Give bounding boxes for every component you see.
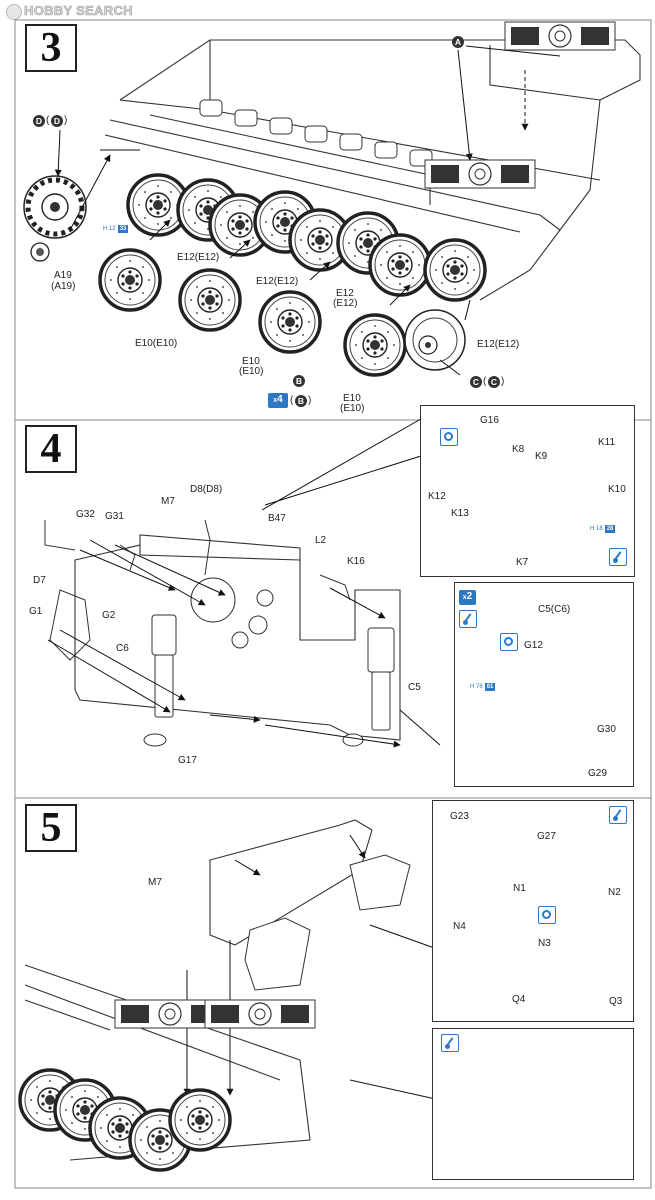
label-n3: N3 bbox=[538, 938, 551, 949]
watermark-text: HOBBY SEARCH bbox=[24, 3, 133, 19]
hobbysearch-logo-icon bbox=[6, 4, 22, 20]
callout-d: D bbox=[33, 115, 45, 127]
label-a19: A19 bbox=[54, 270, 72, 281]
label-e10-3: E10 bbox=[343, 393, 361, 404]
label-g30: G30 bbox=[597, 724, 616, 735]
label-g23: G23 bbox=[450, 811, 469, 822]
label-m7-step5: M7 bbox=[148, 877, 162, 888]
brush-icon bbox=[441, 1034, 459, 1052]
label-l2: L2 bbox=[315, 535, 327, 546]
label-g1: G1 bbox=[29, 606, 43, 617]
detail-inset-rear-view bbox=[432, 1028, 634, 1180]
label-k13: K13 bbox=[451, 508, 469, 519]
glue-icon bbox=[500, 633, 518, 651]
label-g16: G16 bbox=[480, 415, 499, 426]
callout-a: A bbox=[452, 36, 464, 48]
label-k7: K7 bbox=[516, 557, 529, 568]
label-k12: K12 bbox=[428, 491, 446, 502]
callout-c-alt: C bbox=[488, 376, 500, 388]
callout-c: C bbox=[470, 376, 482, 388]
label-d8: D8(D8) bbox=[190, 484, 223, 495]
label-e10-1: E10(E10) bbox=[135, 338, 178, 349]
label-k9: K9 bbox=[535, 451, 548, 462]
label-q4: Q4 bbox=[512, 994, 526, 1005]
label-q3: Q3 bbox=[609, 996, 623, 1007]
label-d7: D7 bbox=[33, 575, 46, 586]
callout-b: B bbox=[293, 375, 305, 387]
brush-icon bbox=[459, 610, 477, 628]
step-5-number: 5 bbox=[25, 804, 77, 852]
label-g17: G17 bbox=[178, 755, 197, 766]
brush-icon bbox=[609, 548, 627, 566]
label-n1: N1 bbox=[513, 883, 526, 894]
label-b47: B47 bbox=[268, 513, 286, 524]
label-n4: N4 bbox=[453, 921, 466, 932]
label-c5-c6: C5(C6) bbox=[538, 604, 571, 615]
label-g27: G27 bbox=[537, 831, 556, 842]
callout-d-alt: D bbox=[51, 115, 63, 127]
glue-icon bbox=[440, 428, 458, 446]
label-c6: C6 bbox=[116, 643, 129, 654]
label-c5: C5 bbox=[408, 682, 421, 693]
step-4-number: 4 bbox=[25, 425, 77, 473]
step-3-number: 3 bbox=[25, 24, 77, 72]
detail-inset-exhaust bbox=[454, 582, 634, 787]
label-m7: M7 bbox=[161, 496, 175, 507]
brush-icon bbox=[609, 806, 627, 824]
quantity-badge-step3: x4 bbox=[268, 393, 288, 408]
label-e10-2: E10 bbox=[242, 356, 260, 367]
label-k16: K16 bbox=[347, 556, 365, 567]
label-e12-2: E12(E12) bbox=[256, 276, 299, 287]
label-e12-1: E12(E12) bbox=[177, 252, 220, 263]
glue-icon bbox=[538, 906, 556, 924]
label-n2: N2 bbox=[608, 887, 621, 898]
label-g12: G12 bbox=[524, 640, 543, 651]
label-e12-3: E12 bbox=[336, 288, 354, 299]
label-k11: K11 bbox=[598, 437, 616, 448]
label-g32: G32 bbox=[76, 509, 95, 520]
label-e12-4: E12(E12) bbox=[477, 339, 520, 350]
label-g2: G2 bbox=[102, 610, 116, 621]
label-e12-3-alt: (E12) bbox=[333, 298, 358, 309]
label-k8: K8 bbox=[512, 444, 525, 455]
label-e10-2-alt: (E10) bbox=[239, 366, 264, 377]
label-k10: K10 bbox=[608, 484, 626, 495]
label-a19-alt: (A19) bbox=[51, 281, 76, 292]
callout-b-alt: B bbox=[295, 395, 307, 407]
label-g31: G31 bbox=[105, 511, 124, 522]
detail-inset-mudguards bbox=[432, 800, 634, 1022]
label-g29: G29 bbox=[588, 768, 607, 779]
quantity-badge-step4: x2 bbox=[459, 590, 476, 605]
label-e10-3-alt: (E10) bbox=[340, 403, 365, 414]
